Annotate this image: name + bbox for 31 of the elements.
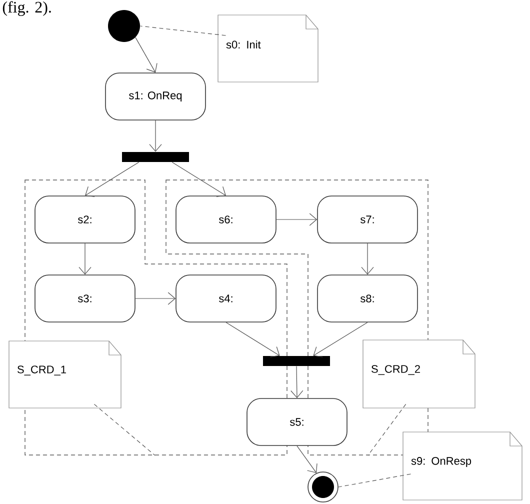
arrow xyxy=(276,213,318,226)
arrow xyxy=(290,366,304,398)
arrow xyxy=(226,322,280,358)
leader-line xyxy=(94,404,156,456)
final-node xyxy=(308,472,338,502)
state-box: s4: xyxy=(176,274,276,322)
note: s9: OnResp xyxy=(402,432,522,500)
state-box: s2: xyxy=(34,196,136,244)
arrow xyxy=(135,292,176,305)
arrow xyxy=(172,162,226,198)
arrow xyxy=(296,446,318,474)
state-box: s7: xyxy=(317,196,418,244)
arrow xyxy=(361,243,374,275)
arrow xyxy=(313,322,368,358)
state-box: s3: xyxy=(34,274,136,322)
figure-reference: (fig. 2). xyxy=(2,1,51,16)
arrow xyxy=(85,162,140,198)
state-box: s1: OnReq xyxy=(105,72,206,120)
state-box: s8: xyxy=(317,274,418,322)
state-box: s6: xyxy=(176,196,276,244)
initial-node xyxy=(108,10,140,42)
state-box: s5: xyxy=(246,398,348,446)
leader-line xyxy=(368,404,406,456)
arrow xyxy=(135,37,158,73)
sync-bar xyxy=(122,152,189,162)
arrow xyxy=(78,243,92,275)
sync-bar xyxy=(263,356,330,366)
note: S_CRD_1 xyxy=(8,340,122,408)
note: S_CRD_2 xyxy=(362,340,476,408)
note: s0: Init xyxy=(218,14,318,82)
arrow xyxy=(149,120,162,152)
